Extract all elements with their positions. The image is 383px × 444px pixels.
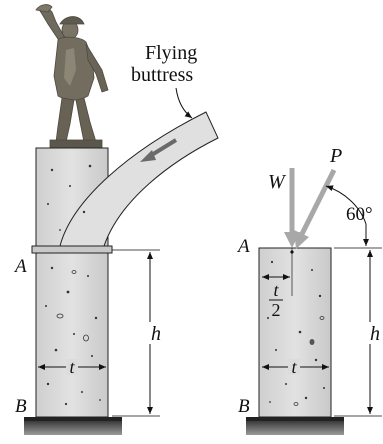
callout-label-buttress: buttress: [131, 64, 193, 86]
left-figure: t h A B Flying buttress: [13, 4, 219, 435]
right-ground: [246, 417, 344, 421]
callout-label-flying: Flying: [145, 42, 197, 64]
left-h-label: h: [151, 323, 161, 345]
pier-collar: [31, 245, 113, 254]
right-stone-texture: [267, 260, 325, 406]
left-t-label: t: [69, 357, 75, 377]
left-point-A-label: A: [13, 256, 27, 277]
weight-label: W: [268, 171, 287, 193]
p-label: P: [329, 145, 342, 167]
angle-arc: [325, 185, 367, 225]
buttress-force-arrow-icon: [148, 138, 178, 158]
flying-buttress: [59, 111, 219, 247]
callout-leader: [175, 87, 193, 119]
left-point-B-label: B: [15, 396, 27, 417]
right-figure: W P 60° t 2 t h A B: [236, 145, 382, 435]
right-h-label: h: [370, 323, 380, 345]
lower-pier: [35, 252, 109, 418]
half-t-numerator: t: [273, 280, 279, 300]
right-point-A-label: A: [236, 236, 250, 257]
statue-illustration: [35, 4, 109, 149]
left-ground: [24, 417, 122, 421]
half-t-denominator: 2: [272, 300, 281, 320]
stone-texture: [45, 164, 101, 406]
right-pier: [258, 247, 332, 418]
right-point-B-label: B: [238, 396, 250, 417]
right-t-label: t: [291, 357, 297, 377]
p-force-arrow: [294, 168, 337, 249]
angle-label: 60°: [346, 204, 373, 225]
